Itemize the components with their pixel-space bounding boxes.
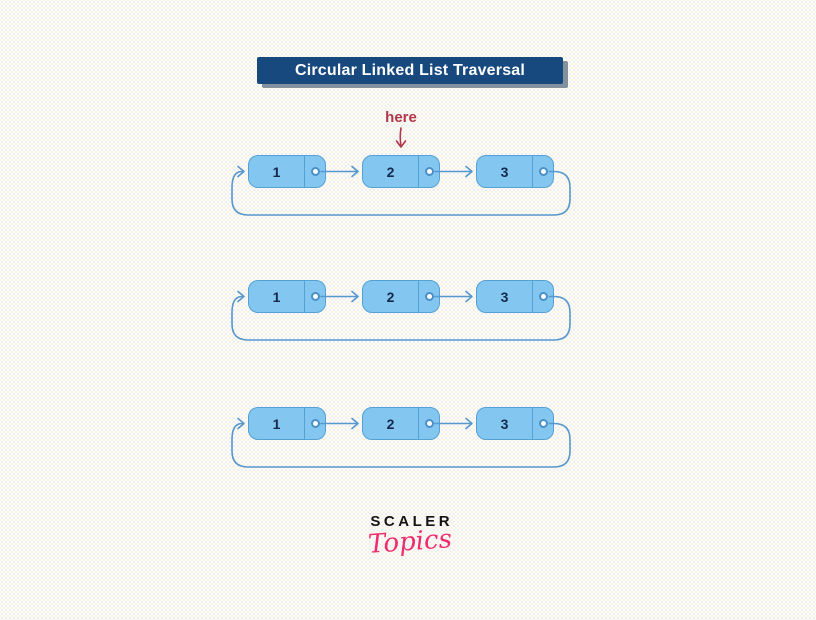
list-node: 3 bbox=[476, 280, 554, 313]
node-pointer-cell bbox=[532, 156, 553, 187]
node-pointer-cell bbox=[532, 281, 553, 312]
here-pointer-label: here bbox=[385, 109, 417, 126]
list-node: 3 bbox=[476, 407, 554, 440]
linked-list-row-1: 1 2 3 bbox=[226, 153, 576, 231]
list-node: 1 bbox=[248, 155, 326, 188]
title-banner: Circular Linked List Traversal bbox=[257, 57, 563, 84]
node-pointer-cell bbox=[418, 408, 439, 439]
linked-list-row-2: 1 2 3 bbox=[226, 278, 576, 356]
pointer-dot-icon bbox=[424, 419, 434, 428]
node-pointer-cell bbox=[532, 408, 553, 439]
node-value: 1 bbox=[272, 288, 281, 305]
logo-sub-text: Topics bbox=[367, 524, 453, 560]
page-title: Circular Linked List Traversal bbox=[294, 61, 526, 79]
pointer-dot-icon bbox=[424, 167, 434, 176]
node-value: 2 bbox=[386, 163, 395, 180]
pointer-dot-icon bbox=[310, 419, 320, 428]
list-node: 2 bbox=[362, 155, 440, 188]
node-value: 3 bbox=[500, 288, 509, 305]
pointer-dot-icon bbox=[424, 292, 434, 301]
linked-list-row-3: 1 2 3 bbox=[226, 405, 576, 483]
here-arrow-down-icon bbox=[395, 127, 407, 148]
node-pointer-cell bbox=[418, 281, 439, 312]
node-pointer-cell bbox=[418, 156, 439, 187]
list-node: 1 bbox=[248, 407, 326, 440]
node-value: 3 bbox=[500, 415, 509, 432]
node-pointer-cell bbox=[304, 281, 325, 312]
pointer-dot-icon bbox=[538, 419, 548, 428]
node-value: 1 bbox=[272, 415, 281, 432]
pointer-dot-icon bbox=[538, 167, 548, 176]
scaler-topics-logo: SCALER Topics bbox=[355, 513, 465, 560]
node-value: 2 bbox=[386, 288, 395, 305]
list-node: 2 bbox=[362, 280, 440, 313]
pointer-dot-icon bbox=[538, 292, 548, 301]
logo-brand-text: SCALER bbox=[370, 513, 454, 530]
node-pointer-cell bbox=[304, 156, 325, 187]
node-pointer-cell bbox=[304, 408, 325, 439]
list-node: 3 bbox=[476, 155, 554, 188]
list-node: 2 bbox=[362, 407, 440, 440]
pointer-dot-icon bbox=[310, 292, 320, 301]
node-value: 3 bbox=[500, 163, 509, 180]
list-node: 1 bbox=[248, 280, 326, 313]
node-value: 2 bbox=[386, 415, 395, 432]
pointer-dot-icon bbox=[310, 167, 320, 176]
node-value: 1 bbox=[272, 163, 281, 180]
